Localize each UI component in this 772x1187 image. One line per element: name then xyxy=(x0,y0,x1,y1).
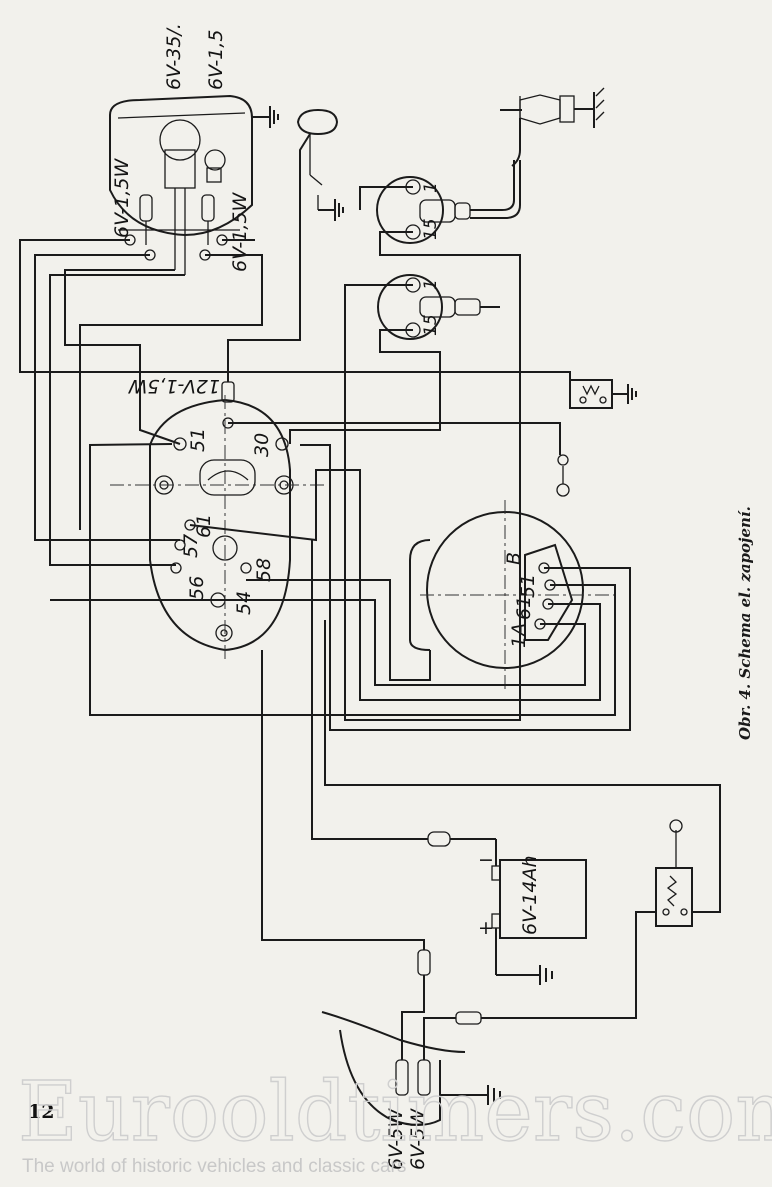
coil-top-15-label: 15 xyxy=(421,218,441,240)
tail-lamp-1-label: 6V-5W xyxy=(385,1108,407,1170)
ignition-coil-middle xyxy=(377,274,500,340)
horn-button xyxy=(296,108,344,221)
terminal-51-label: 51 xyxy=(187,428,209,452)
ground-symbol xyxy=(252,106,279,128)
headlamp-terminals xyxy=(124,234,228,261)
wiring-harness xyxy=(19,133,721,1060)
terminal-58-label: 58 xyxy=(253,558,275,582)
terminal-56-label: 56 xyxy=(186,576,208,600)
terminal-30-label: 30 xyxy=(251,433,273,457)
speedo-bulb-label: 12V-1,5W xyxy=(127,375,220,397)
dyn-61-label: 61 xyxy=(513,596,535,620)
pilot-left-label: 6V-1,5W xyxy=(111,157,133,238)
pilot-right-label: 6V-1,5W xyxy=(229,191,251,272)
coil-mid-15-label: 15 xyxy=(421,314,441,336)
ignition-coil-top xyxy=(376,176,471,244)
spark-plug xyxy=(470,87,605,219)
inline-fuse-lower xyxy=(417,949,431,976)
battery-minus-label: − xyxy=(478,849,494,871)
battery xyxy=(427,831,587,985)
coil-top-1-label: 1 xyxy=(421,182,441,193)
switch-panel xyxy=(149,381,294,652)
watermark-text: Eurooldtimers.com xyxy=(18,1065,772,1160)
resistor-box xyxy=(569,379,637,409)
terminal-57-label: 57 xyxy=(180,534,202,558)
headlamp-aux-label: 6V-1,5 xyxy=(205,29,227,90)
watermark-tagline: The world of historic vehicles and class… xyxy=(22,1156,406,1177)
dynamo xyxy=(409,511,584,669)
terminal-54-label: 54 xyxy=(233,591,255,615)
figure-caption: Obr. 4. Schema el. zapojení. xyxy=(736,506,754,740)
headlamp-main-label: 6V-35/. xyxy=(163,23,185,90)
inline-fuse-rear xyxy=(455,1011,482,1025)
battery-plus-label: + xyxy=(478,917,494,939)
headlamp xyxy=(109,94,253,275)
page-number: 12 xyxy=(28,1101,54,1123)
dyn-51-label: 51 xyxy=(517,574,539,598)
tail-lamp-2-label: 6V-5W xyxy=(407,1108,429,1170)
coil-mid-1-label: 1 xyxy=(421,279,441,290)
dyn-b-label: B xyxy=(503,552,525,565)
horn-relay xyxy=(655,819,693,927)
battery-label: 6V-14Ah xyxy=(519,855,541,935)
